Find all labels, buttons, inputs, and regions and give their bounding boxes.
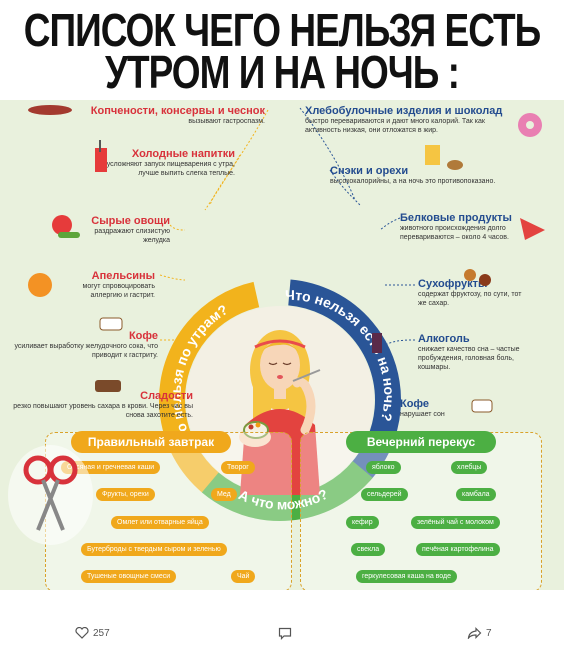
wine-bottle-icon bbox=[372, 333, 382, 353]
item-desc: снижает качество сна – частые пробуждени… bbox=[418, 346, 520, 371]
item-title: Сладости bbox=[140, 390, 193, 402]
snack-item: камбала bbox=[456, 488, 496, 501]
meat-icon bbox=[520, 218, 545, 240]
breakfast-item: Чай bbox=[231, 570, 256, 583]
snack-item: геркулесовая каша на воде bbox=[356, 570, 458, 583]
snack-item: свекла bbox=[351, 543, 386, 556]
breakfast-item: Омлет или отварные яйца bbox=[111, 516, 209, 529]
breakfast-item: Мед bbox=[211, 488, 237, 501]
coffee-cup-icon bbox=[99, 317, 123, 331]
cucumber-icon bbox=[58, 232, 80, 238]
item-desc: содержат фруктозу, по сути, тот же сахар… bbox=[418, 291, 522, 307]
cold-drink-icon bbox=[95, 148, 107, 172]
morning-item-coffee: Кофе усиливает выработку желудочного сок… bbox=[8, 330, 158, 360]
crop-overlay[interactable] bbox=[8, 445, 93, 545]
food-icons bbox=[28, 105, 545, 413]
item-title: Снэки и орехи bbox=[330, 165, 409, 177]
morning-item-smoked: Копчености, консервы и чеснок вызывают г… bbox=[65, 105, 265, 126]
item-desc: животного происхождения долго переварива… bbox=[400, 225, 509, 241]
night-item-protein: Белковые продукты животного происхождени… bbox=[400, 212, 525, 242]
bottom-ring-arc bbox=[159, 279, 401, 521]
item-title: Сухофрукты bbox=[418, 278, 488, 290]
morning-item-raw-veg: Сырые овощи раздражают слизистую желудка bbox=[70, 215, 170, 245]
item-title: Кофе bbox=[128, 330, 158, 342]
item-title: Хлебобулочные изделия и шоколад bbox=[305, 105, 503, 117]
item-title: Сырые овощи bbox=[91, 215, 170, 227]
item-desc: вызывают гастроспазм. bbox=[188, 118, 265, 125]
morning-item-cold-drinks: Холодные напитки усложняют запуск пищева… bbox=[100, 148, 235, 178]
tomato-icon bbox=[52, 215, 72, 235]
title-line-2: УТРОМ И НА НОЧЬ : bbox=[105, 46, 460, 98]
snack-item: зелёный чай с молоком bbox=[411, 516, 500, 529]
item-desc: резко повышают уровень сахара в крови. Ч… bbox=[13, 403, 193, 419]
like-count: 257 bbox=[93, 627, 110, 639]
item-desc: могут спровоцировать аллергию и гастрит. bbox=[82, 283, 155, 299]
night-item-alcohol: Алкоголь снижает качество сна – частые п… bbox=[418, 333, 538, 372]
repost-count: 7 bbox=[486, 627, 492, 639]
sausage-icon bbox=[28, 105, 72, 115]
snack-item: яблоко bbox=[366, 461, 401, 474]
snack-panel: Вечерний перекус яблоко хлебцы сельдерей… bbox=[300, 431, 542, 590]
item-desc: усложняют запуск пищеварения с утра, луч… bbox=[106, 161, 235, 177]
comment-icon bbox=[278, 627, 292, 640]
night-item-snacks: Снэки и орехи высококалорийны, а на ночь… bbox=[330, 165, 560, 186]
dried-fruit-icon bbox=[464, 269, 476, 281]
like-button[interactable]: 257 bbox=[75, 627, 110, 639]
coffee-night-icon bbox=[471, 399, 493, 413]
cake-icon bbox=[95, 380, 121, 392]
heart-icon bbox=[75, 627, 89, 639]
morning-item-sweets: Сладости резко повышают уровень сахара в… bbox=[5, 390, 193, 420]
item-desc: нарушает сон bbox=[400, 411, 445, 418]
item-title: Кофе bbox=[400, 398, 430, 410]
snack-title: Вечерний перекус bbox=[346, 431, 496, 453]
chips-icon bbox=[425, 145, 440, 165]
breakfast-item: Творог bbox=[221, 461, 255, 474]
scissors-icon bbox=[23, 455, 78, 531]
item-desc: высококалорийны, а на ночь это противопо… bbox=[330, 178, 496, 185]
title-line-1: СПИСОК ЧЕГО НЕЛЬЗЯ ЕСТЬ bbox=[23, 4, 541, 56]
poster-title: СПИСОК ЧЕГО НЕЛЬЗЯ ЕСТЬ УТРОМ И НА НОЧЬ … bbox=[0, 0, 564, 100]
item-title: Копчености, консервы и чеснок bbox=[90, 105, 265, 117]
item-title: Алкоголь bbox=[418, 333, 470, 345]
night-item-dried-fruit: Сухофрукты содержат фруктозу, по сути, т… bbox=[418, 278, 528, 308]
comment-button[interactable] bbox=[278, 627, 292, 640]
central-ring: Что нельзя по утрам? Что нельзя есть на … bbox=[159, 279, 401, 521]
nut-icon bbox=[447, 160, 463, 170]
item-title: Белковые продукты bbox=[400, 212, 512, 224]
repost-button[interactable]: 7 bbox=[467, 627, 492, 639]
infographic-image[interactable]: СПИСОК ЧЕГО НЕЛЬЗЯ ЕСТЬ УТРОМ И НА НОЧЬ … bbox=[0, 0, 564, 590]
item-desc: раздражают слизистую желудка bbox=[94, 228, 170, 244]
share-arrow-icon bbox=[467, 627, 482, 639]
breakfast-item: Фрукты, орехи bbox=[96, 488, 155, 501]
morning-item-oranges: Апельсины могут спровоцировать аллергию … bbox=[55, 270, 155, 300]
girl-illustration bbox=[239, 330, 321, 495]
orange-icon bbox=[28, 273, 52, 297]
night-item-bakery: Хлебобулочные изделия и шоколад быстро п… bbox=[305, 105, 520, 135]
item-desc: быстро перевариваются и дают много калор… bbox=[305, 118, 485, 134]
item-desc: усиливает выработку желудочного сока, чт… bbox=[14, 343, 158, 359]
breakfast-item: Тушеные овощные смеси bbox=[81, 570, 177, 583]
snack-item: хлебцы bbox=[451, 461, 488, 474]
item-title: Апельсины bbox=[91, 270, 155, 282]
snack-item: печёная картофелина bbox=[416, 543, 500, 556]
night-item-coffee: Кофе нарушает сон bbox=[400, 398, 480, 419]
snack-item: кефир bbox=[346, 516, 379, 529]
snack-item: сельдерей bbox=[361, 488, 408, 501]
breakfast-item: Бутерброды с твердым сыром и зеленью bbox=[81, 543, 227, 556]
breakfast-title: Правильный завтрак bbox=[71, 431, 231, 453]
item-title: Холодные напитки bbox=[131, 148, 235, 160]
infographic-body: Что нельзя по утрам? Что нельзя есть на … bbox=[0, 100, 564, 590]
